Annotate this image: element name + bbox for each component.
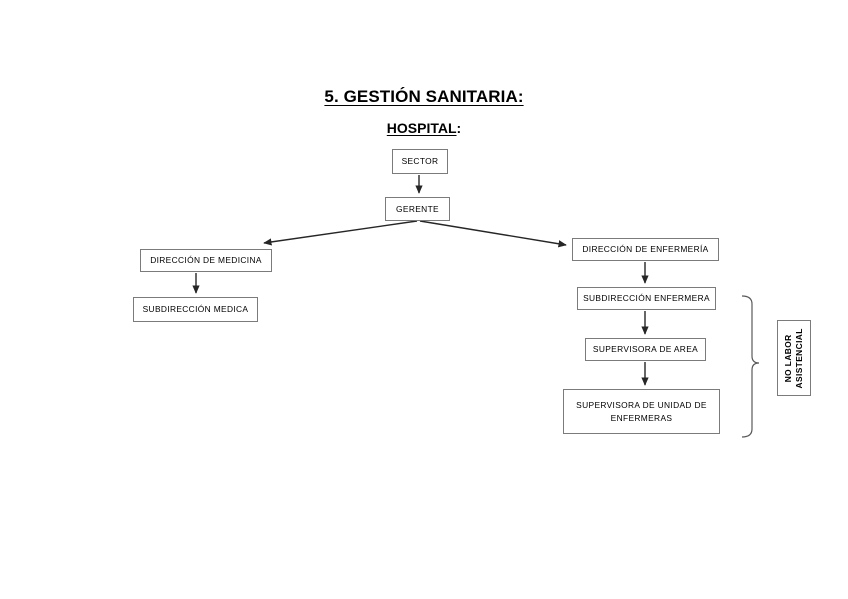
page-subtitle-text: HOSPITAL (386, 120, 457, 136)
annotation-no-labor-asistencial-text: NO LABOR ASISTENCIAL (783, 328, 806, 388)
node-supervisora-de-unidad-label-wrap: SUPERVISORA DE UNIDAD DE ENFERMERAS (576, 399, 707, 423)
node-direccion-de-medicina-label: DIRECCIÓN DE MEDICINA (150, 255, 262, 266)
node-supervisora-de-area[interactable]: SUPERVISORA DE AREA (585, 338, 706, 361)
node-direccion-de-enfermeria[interactable]: DIRECCIÓN DE ENFERMERÍA (572, 238, 719, 261)
node-supervisora-de-unidad-label-line1: SUPERVISORA DE UNIDAD DE (576, 400, 707, 411)
node-supervisora-de-unidad-de-enfermeras[interactable]: SUPERVISORA DE UNIDAD DE ENFERMERAS (563, 389, 720, 434)
edge-gerente-to-direccion-medicina (263, 220, 418, 246)
node-direccion-de-enfermeria-label: DIRECCIÓN DE ENFERMERÍA (582, 244, 709, 255)
node-subdireccion-medica[interactable]: SUBDIRECCIÓN MEDICA (133, 297, 258, 322)
node-subdireccion-medica-label: SUBDIRECCIÓN MEDICA (142, 304, 249, 315)
node-gerente-label: GERENTE (396, 203, 439, 214)
node-direccion-de-medicina[interactable]: DIRECCIÓN DE MEDICINA (140, 249, 272, 272)
node-supervisora-de-area-label: SUPERVISORA DE AREA (592, 344, 699, 355)
page-subtitle: HOSPITAL: (0, 120, 848, 136)
page-title: 5. GESTIÓN SANITARIA: (0, 87, 848, 107)
node-sector-label: SECTOR (401, 156, 439, 167)
node-supervisora-de-unidad-label-line2: ENFERMERAS (610, 412, 673, 423)
annotation-no-labor-asistencial[interactable]: NO LABOR ASISTENCIAL (777, 320, 811, 396)
node-subdireccion-enfermera[interactable]: SUBDIRECCIÓN ENFERMERA (577, 287, 716, 310)
annotation-line-2: ASISTENCIAL (794, 327, 804, 389)
edge-gerente-to-direccion-enfermeria (419, 220, 567, 248)
annotation-line-1: NO LABOR (782, 334, 793, 382)
node-sector[interactable]: SECTOR (392, 149, 448, 174)
node-gerente[interactable]: GERENTE (385, 197, 450, 221)
node-subdireccion-enfermera-label: SUBDIRECCIÓN ENFERMERA (583, 293, 710, 304)
grouping-brace (741, 295, 760, 438)
page-title-text: 5. GESTIÓN SANITARIA: (324, 87, 524, 106)
page-subtitle-colon: : (456, 120, 462, 136)
